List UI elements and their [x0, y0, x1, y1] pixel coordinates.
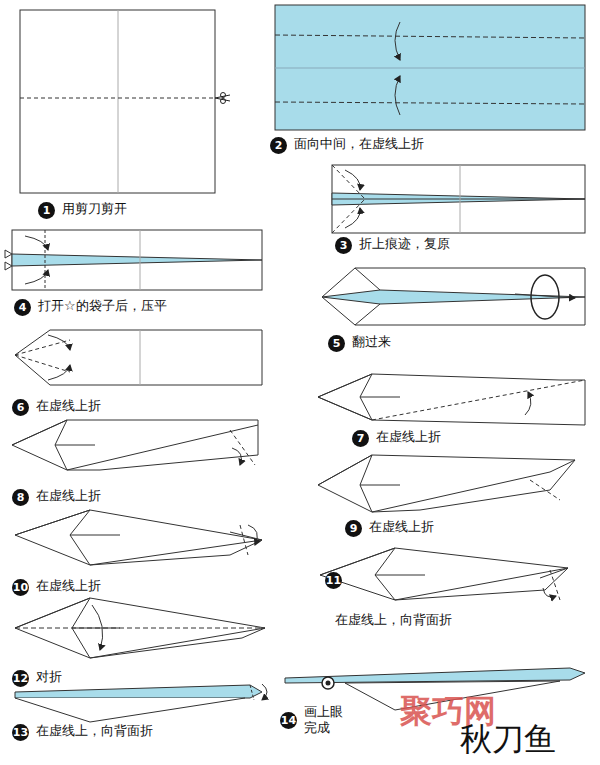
step-instruction: 面向中间，在虚线上折 — [294, 136, 424, 152]
callout-number: 13 — [12, 724, 29, 741]
callout-number: 1 — [38, 202, 55, 219]
callout-number: 3 — [335, 237, 352, 254]
step-instruction: 在虚线上折 — [376, 429, 441, 445]
step-instruction: 在虚线上折 — [36, 398, 101, 414]
callout-number: 10 — [12, 579, 29, 596]
step-instruction: 对折 — [36, 669, 62, 685]
callout-number: 8 — [12, 489, 29, 506]
callout-number: 7 — [352, 430, 369, 447]
callout-number: 11 — [325, 572, 342, 589]
callout-number: 5 — [328, 335, 345, 352]
step-instruction: 在虚线上折 — [369, 519, 434, 535]
callout-number: 12 — [12, 670, 29, 687]
step-instruction: 在虚线上折 — [36, 578, 101, 594]
step-instruction: 在虚线上，向背面折 — [335, 612, 452, 628]
step-instruction: 在虚线上，向背面折 — [36, 723, 153, 739]
callout-number: 4 — [14, 299, 31, 316]
callout-number: 6 — [12, 399, 29, 416]
callout-number: 14 — [280, 712, 297, 729]
diagram-title: 秋刀鱼 — [460, 718, 556, 762]
callout-number: 9 — [345, 520, 362, 537]
step-instruction: 折上痕迹，复原 — [359, 236, 450, 252]
step-instruction: 在虚线上折 — [36, 488, 101, 504]
step-instruction: 翻过来 — [352, 334, 391, 350]
step-instruction: 画上眼 完成 — [304, 704, 347, 735]
step-instruction: 用剪刀剪开 — [62, 201, 127, 217]
step-instruction: 打开☆的袋子后，压平 — [38, 298, 167, 314]
callout-number: 2 — [270, 137, 287, 154]
